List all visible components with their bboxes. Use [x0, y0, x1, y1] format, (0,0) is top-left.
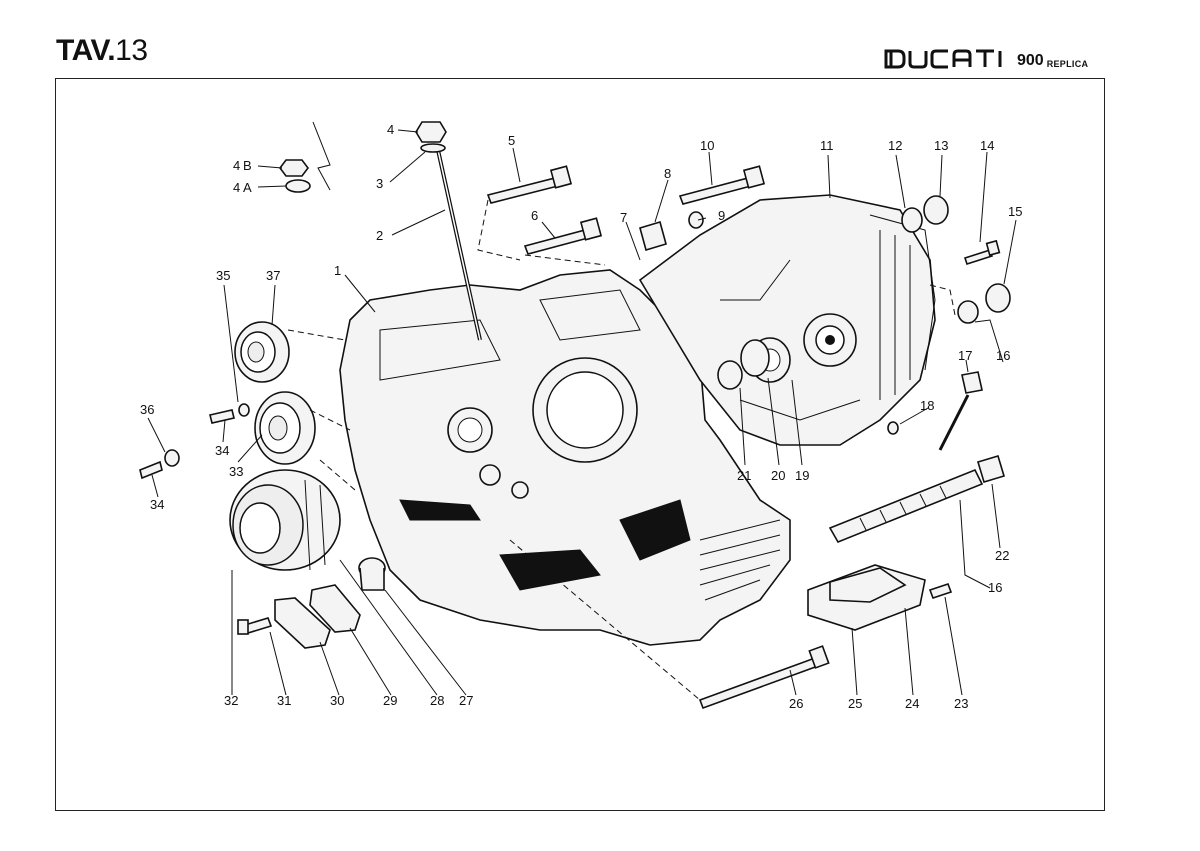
callout-15: 15: [1008, 204, 1022, 219]
callout-11: 11: [820, 138, 834, 153]
diagram-frame: [55, 78, 1105, 811]
callout-30: 30: [330, 693, 344, 708]
callout-5: 5: [508, 133, 515, 148]
callout-33: 33: [229, 464, 243, 479]
tav-prefix: TAV.: [56, 34, 116, 67]
callout-25: 25: [848, 696, 862, 711]
callout-labels: 1 2 3 4 4 B 4 A 5 6 7 8 9 10 11 12 13 14…: [140, 122, 1022, 711]
ducati-logo: [884, 49, 1002, 69]
callout-4b: 4: [233, 158, 240, 173]
callout-10: 10: [700, 138, 714, 153]
callout-29: 29: [383, 693, 397, 708]
bearing-medium: [254, 391, 316, 465]
callout-26: 26: [789, 696, 803, 711]
small-parts: [639, 195, 1011, 451]
callout-31: 31: [277, 693, 291, 708]
callout-27: 27: [459, 693, 473, 708]
bearing-small: [234, 321, 290, 383]
side-cover: [638, 194, 936, 446]
callout-24: 24: [905, 696, 919, 711]
callout-16-upper: 16: [996, 348, 1010, 363]
callout-8: 8: [664, 166, 671, 181]
callout-14: 14: [980, 138, 994, 153]
cover-plate: [807, 564, 953, 631]
callout-36: 36: [140, 402, 154, 417]
callout-35: 35: [216, 268, 230, 283]
callout-4: 4: [387, 122, 394, 137]
callout-19: 19: [795, 468, 809, 483]
callout-2: 2: [376, 228, 383, 243]
callout-4b-sub: B: [243, 158, 252, 173]
callout-3: 3: [376, 176, 383, 191]
callout-22: 22: [995, 548, 1009, 563]
crankcase-half: [339, 269, 791, 646]
callout-16-lower: 16: [988, 580, 1002, 595]
leader-lines: [147, 121, 1017, 696]
callout-1: 1: [334, 263, 341, 278]
callout-28: 28: [430, 693, 444, 708]
shaft: [828, 455, 1005, 544]
brand-model-suffix: REPLICA: [1046, 59, 1089, 69]
callout-4a: 4: [233, 180, 240, 195]
callout-17: 17: [958, 348, 972, 363]
callout-20: 20: [771, 468, 785, 483]
callout-7: 7: [620, 210, 627, 225]
bearing-large: [229, 469, 341, 571]
callout-21: 21: [737, 468, 751, 483]
callout-32: 32: [224, 693, 238, 708]
misc-left-parts: [139, 403, 386, 649]
callout-6: 6: [531, 208, 538, 223]
callout-34-upper: 34: [215, 443, 229, 458]
callout-13: 13: [934, 138, 948, 153]
screws: [486, 165, 1001, 710]
callout-23: 23: [954, 696, 968, 711]
callout-12: 12: [888, 138, 902, 153]
brand-model: 900: [1017, 52, 1044, 69]
long-stud: [436, 149, 482, 341]
callout-4a-sub: A: [243, 180, 252, 195]
table-title: TAV.13: [56, 34, 148, 68]
callout-34-lower: 34: [150, 497, 164, 512]
callout-9: 9: [718, 208, 725, 223]
nut-and-washer: [279, 121, 447, 193]
dashed-guides: [287, 199, 956, 701]
callout-37: 37: [266, 268, 280, 283]
tav-number: 13: [115, 34, 148, 67]
brand-header: 900 REPLICA: [884, 45, 1088, 69]
callout-18: 18: [920, 398, 934, 413]
